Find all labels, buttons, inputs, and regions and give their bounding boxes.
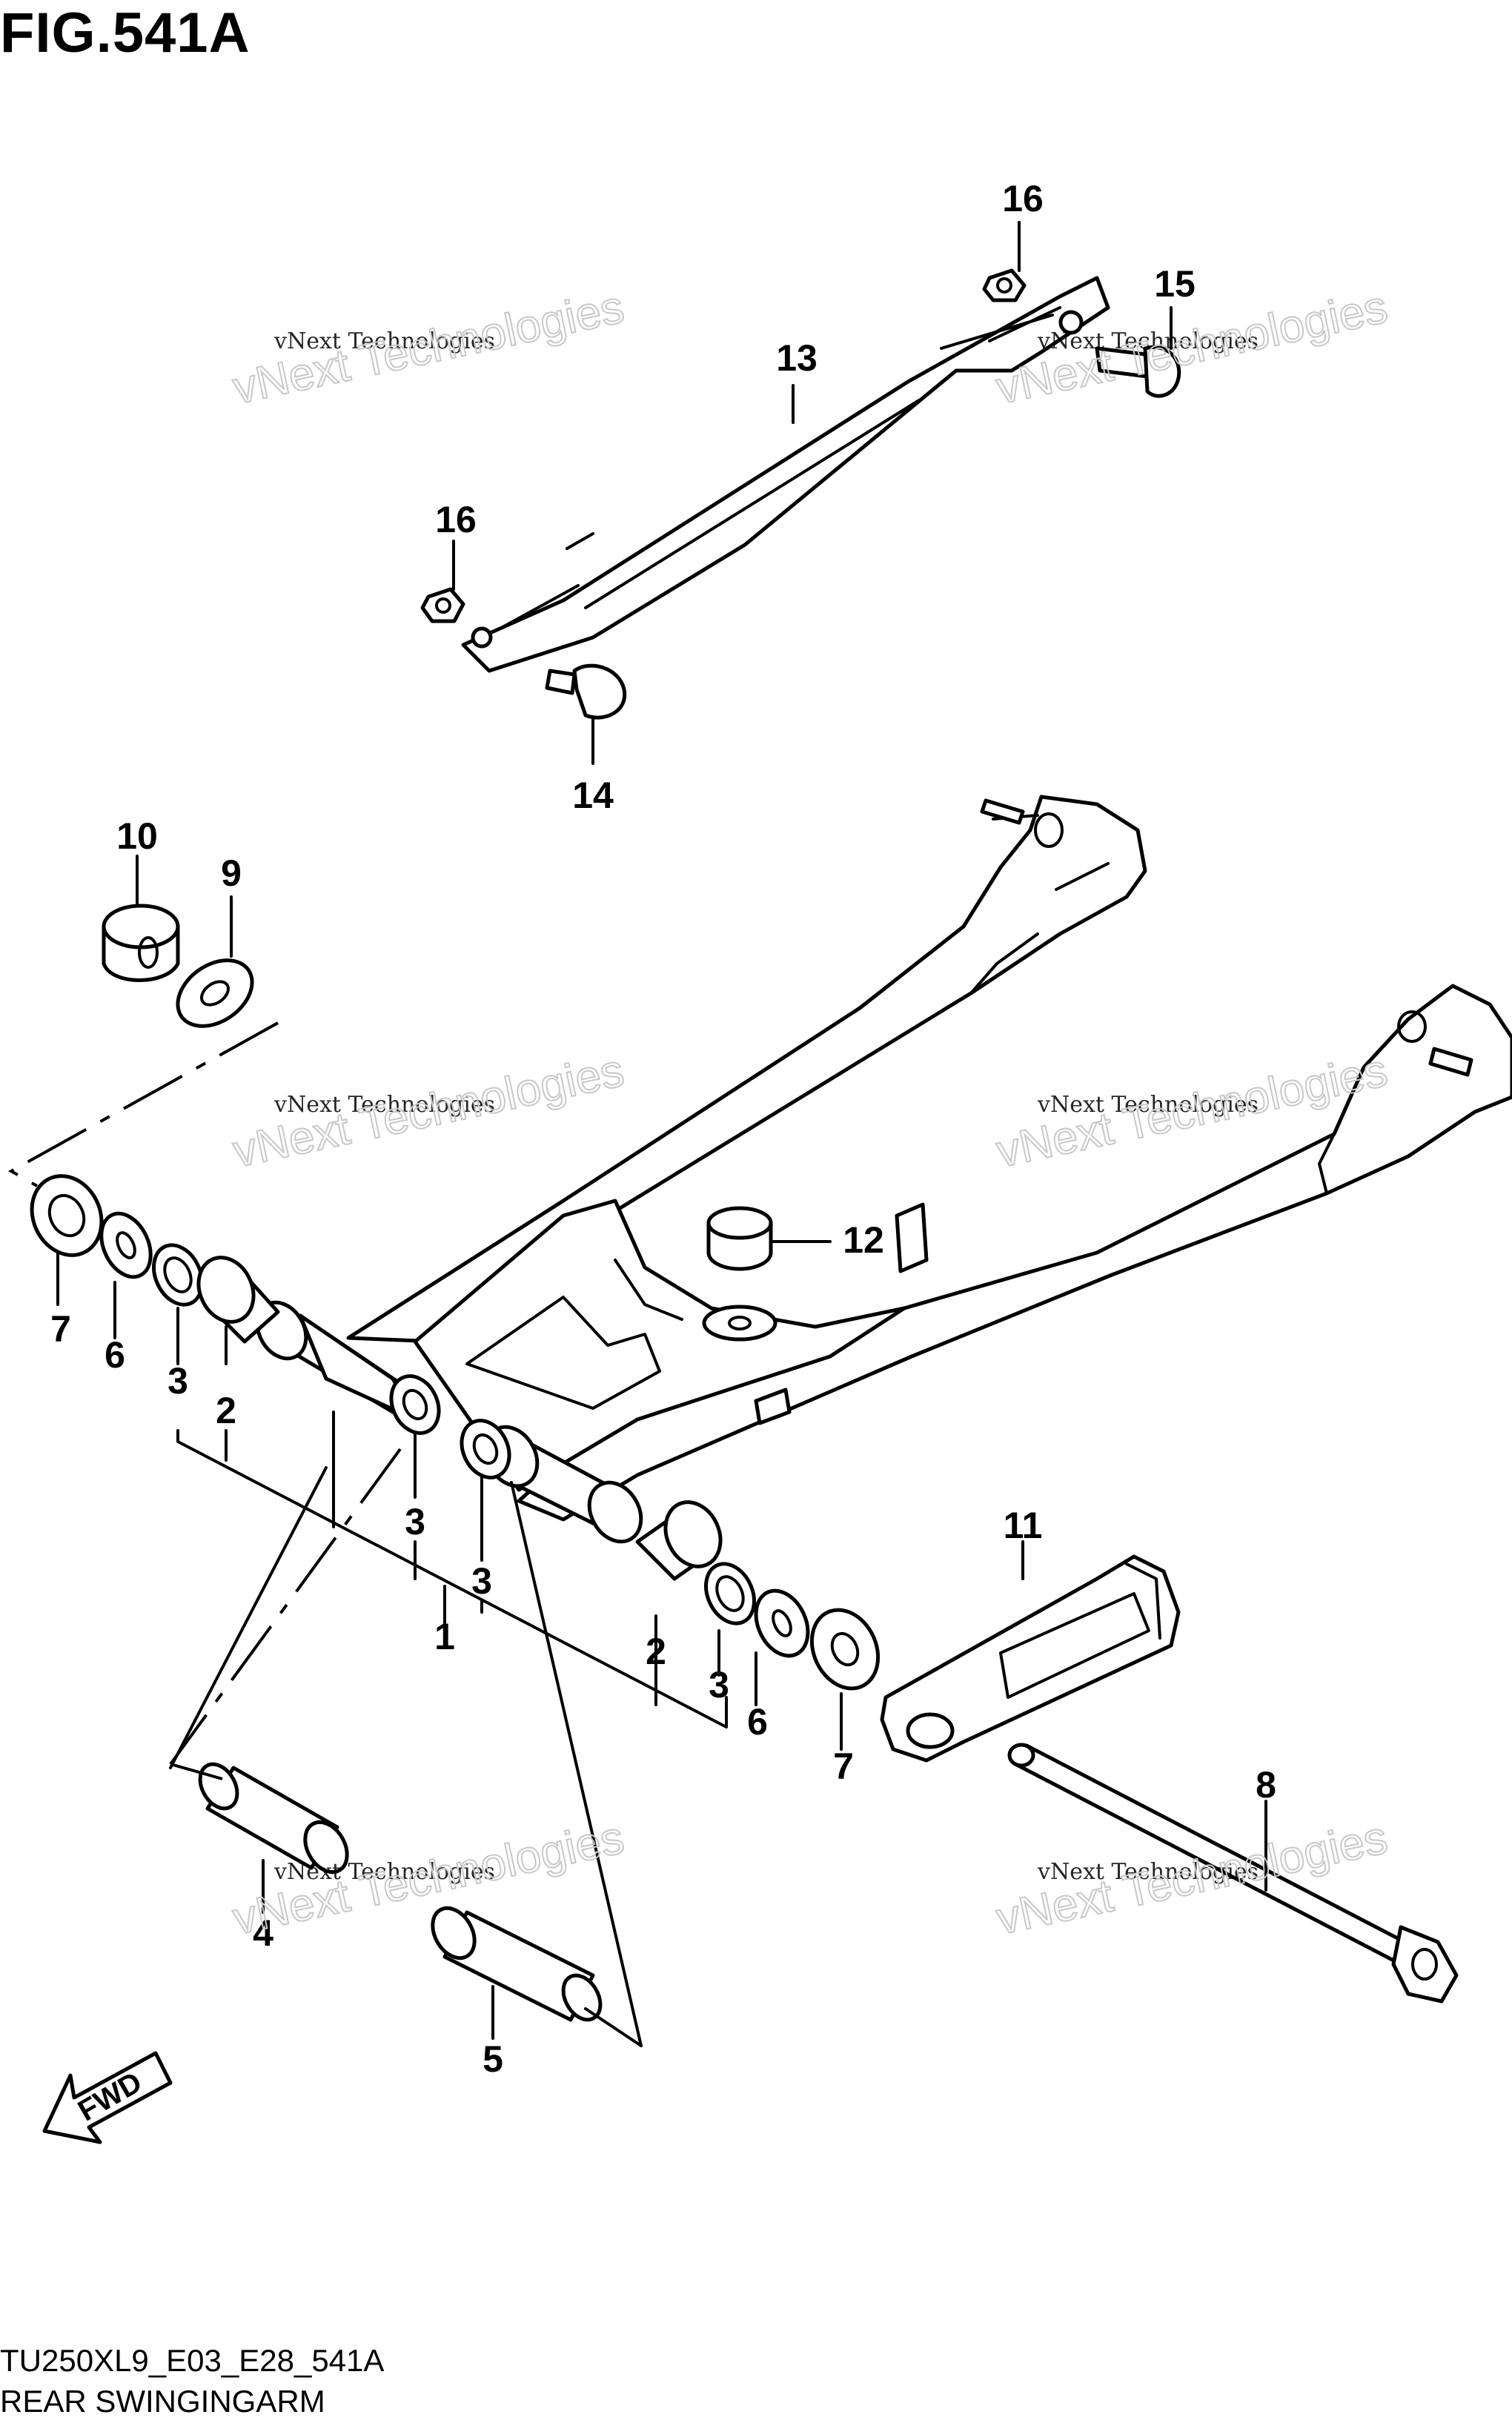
- callout-11: 11: [1004, 1505, 1043, 1546]
- callout-16-top: 16: [1002, 178, 1044, 219]
- bearing-part-3-center-a: [389, 1374, 441, 1435]
- callout-15: 15: [1154, 263, 1196, 305]
- bearing-part-3-center-b: [460, 1419, 511, 1479]
- watermark-tr-line1: vNext Technologies: [1037, 328, 1259, 354]
- bolt-part-14: [545, 663, 627, 720]
- callout-1: 1: [434, 1616, 455, 1657]
- callout-6-left: 6: [105, 1334, 125, 1376]
- bearing-part-3-right: [704, 1562, 756, 1625]
- callout-8: 8: [1256, 1764, 1276, 1806]
- callout-16-left: 16: [435, 499, 477, 540]
- watermark-ml-line1: vNext Technologies: [273, 1092, 495, 1118]
- bearing-part-3-left: [152, 1243, 204, 1307]
- pivot-tube-right: [483, 1425, 643, 1544]
- callout-14: 14: [572, 775, 614, 816]
- callout-9: 9: [221, 852, 242, 894]
- callout-6-right: 6: [747, 1701, 768, 1743]
- callout-2-left: 2: [216, 1390, 236, 1431]
- callout-10: 10: [116, 815, 158, 857]
- callout-5: 5: [483, 2038, 503, 2080]
- washer-part-6-right: [754, 1588, 810, 1658]
- pivot-collar-part-4: [198, 1762, 349, 1875]
- axle-bolt-part-8: [1007, 1743, 1459, 2004]
- callout-7-left: 7: [50, 1308, 71, 1350]
- chain-guide-part-11: [880, 1554, 1181, 1763]
- callout-labels: 16 15 13 16 14 10 9 12 7 6 3 2 3 3 1 2 3…: [50, 178, 1276, 2080]
- figure-code: TU250XL9_E03_E28_541A: [0, 2343, 385, 2378]
- callout-13: 13: [776, 337, 818, 379]
- figure-title: FIG.541A: [0, 1, 251, 64]
- nut-part-16-top: [982, 268, 1027, 302]
- pivot-tube-left: [255, 1300, 417, 1422]
- callout-3-center-a: 3: [405, 1501, 425, 1542]
- leader-lines: [7, 221, 1267, 2047]
- watermark-bl-line1: vNext Technologies: [273, 1859, 495, 1885]
- fwd-label: FWD: [73, 2066, 147, 2128]
- bushing-part-2-right: [635, 1500, 723, 1581]
- fwd-arrow: FWD: [42, 2051, 173, 2144]
- callout-3-right: 3: [709, 1664, 729, 1706]
- callout-3-center-b: 3: [471, 1560, 492, 1602]
- brace-part-13: [461, 276, 1110, 673]
- callout-12: 12: [843, 1219, 884, 1261]
- watermarks: vNext Technologies vNext Technologies vN…: [228, 281, 1393, 1946]
- callout-4: 4: [253, 1912, 273, 1954]
- watermark-mr-line1: vNext Technologies: [1037, 1092, 1259, 1118]
- seal-part-7-right: [809, 1608, 881, 1691]
- bolt-part-15: [1095, 345, 1181, 398]
- seal-part-7-left: [30, 1174, 104, 1257]
- callout-2-right: 2: [646, 1631, 666, 1672]
- damper-part-12: [702, 1206, 777, 1342]
- washer-part-6-left: [99, 1211, 153, 1279]
- collar-part-10: [102, 904, 180, 982]
- watermark-tl-line1: vNext Technologies: [273, 328, 495, 354]
- nut-part-16-left: [420, 587, 465, 623]
- washer-part-9: [176, 958, 254, 1028]
- pivot-collar-part-5: [431, 1906, 603, 2022]
- bushing-part-2-left: [196, 1256, 280, 1344]
- watermark-br-line1: vNext Technologies: [1037, 1859, 1259, 1885]
- swingarm-frame-part-1: [255, 795, 1512, 1544]
- callout-3-left: 3: [168, 1360, 188, 1402]
- callout-7-right: 7: [833, 1746, 854, 1787]
- figure-name: REAR SWINGINGARM: [0, 2384, 325, 2419]
